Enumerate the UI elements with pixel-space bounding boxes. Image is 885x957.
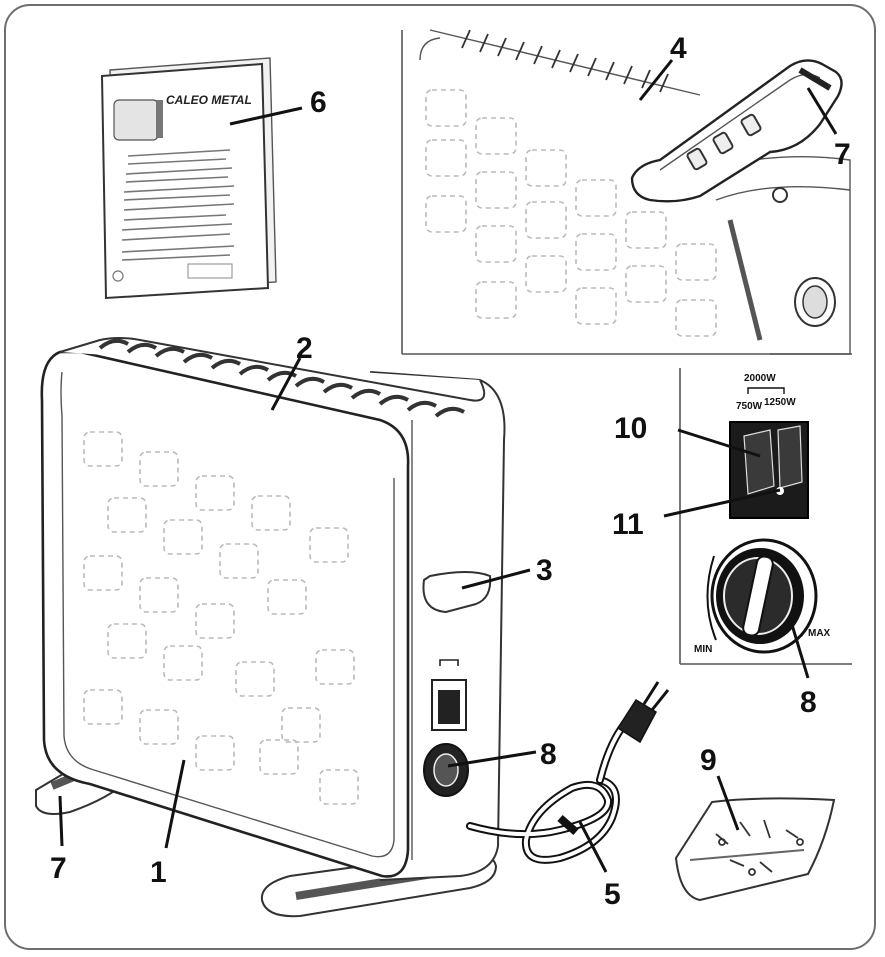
power-left-label: 750W xyxy=(736,401,763,412)
figure-frame xyxy=(4,4,876,950)
thermostat-dial xyxy=(706,538,818,654)
thermostat-min-label: MIN xyxy=(694,644,712,655)
heater-top-grille xyxy=(419,29,701,96)
manual-heater-thumbnail xyxy=(113,99,159,141)
callout-11: 11 xyxy=(612,508,644,541)
side-rocker-switch xyxy=(438,690,460,724)
instruction-manual: CALEO METAL xyxy=(100,57,277,300)
rocker-switch-750w xyxy=(743,429,775,495)
thermostat-max-label: MAX xyxy=(808,628,831,639)
callout-2: 2 xyxy=(296,332,313,365)
hardware-bag xyxy=(674,797,836,902)
handle-detail-panel xyxy=(401,29,852,355)
callout-9: 9 xyxy=(700,744,717,777)
carry-handle xyxy=(630,59,843,203)
callout-7-top: 7 xyxy=(834,138,851,171)
leader-lines xyxy=(58,59,838,873)
plug-icon xyxy=(616,681,670,744)
callout-6: 6 xyxy=(310,86,327,119)
callout-10: 10 xyxy=(614,412,647,445)
top-grille xyxy=(98,338,465,418)
rocker-switch-1250w xyxy=(777,425,803,489)
callout-5: 5 xyxy=(604,878,621,911)
front-panel xyxy=(40,350,410,878)
power-cord xyxy=(466,681,670,864)
callout-8-side: 8 xyxy=(540,738,557,771)
manual-title: CALEO METAL xyxy=(166,93,252,107)
controls-detail-panel: 2000W 750W 1250W MIN MAX xyxy=(679,368,852,665)
callout-4: 4 xyxy=(670,32,687,65)
side-handle-recess xyxy=(422,571,492,614)
heater-side-profile xyxy=(699,155,851,355)
manual-logo-icon xyxy=(112,270,124,282)
front-pattern xyxy=(83,431,359,805)
power-total-label: 2000W xyxy=(744,373,776,384)
power-right-label: 1250W xyxy=(764,397,796,408)
callout-1: 1 xyxy=(150,856,167,889)
rocker-switches xyxy=(729,421,809,519)
convector-heater xyxy=(35,337,506,918)
callout-8-detail: 8 xyxy=(800,686,817,719)
manual-brand-stamp xyxy=(187,263,233,279)
callout-3: 3 xyxy=(536,554,553,587)
callout-7-bottom: 7 xyxy=(50,852,67,885)
